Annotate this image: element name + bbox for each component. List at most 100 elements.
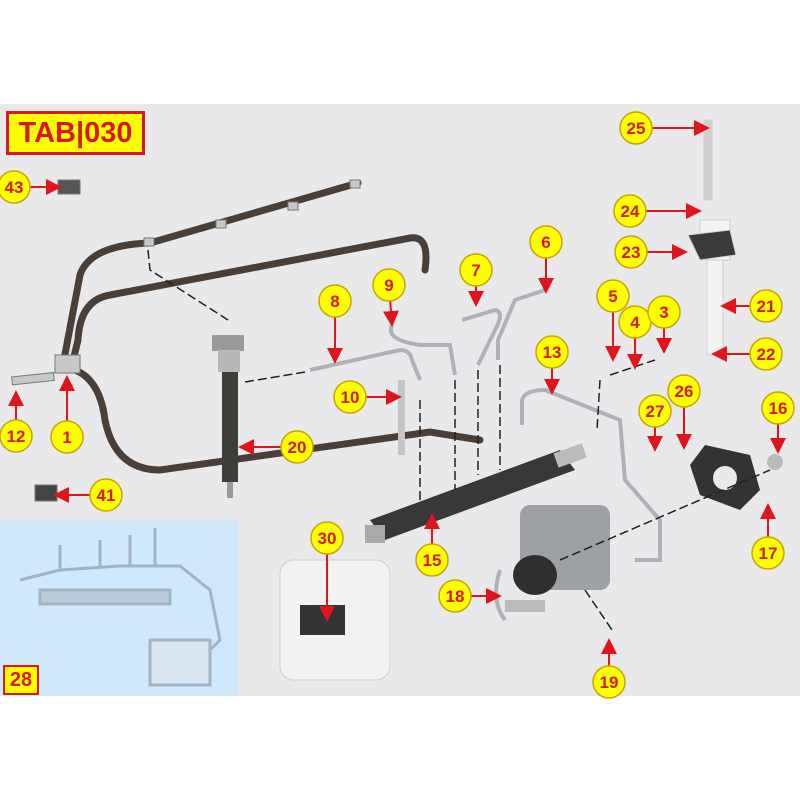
clip-41 [34, 484, 58, 502]
callout-circle [749, 289, 783, 323]
bolt-12 [11, 371, 55, 386]
callout-circle [638, 394, 672, 428]
callout-label: 13 [543, 343, 562, 362]
callout-circle [667, 374, 701, 408]
callout-1: 1 [50, 375, 84, 454]
callout-label: 5 [608, 287, 617, 306]
nut-16 [767, 454, 783, 470]
callout-10: 10 [333, 380, 402, 414]
callout-circle [280, 430, 314, 464]
callout-circle [372, 268, 406, 302]
callout-label: 4 [630, 313, 640, 332]
callout-8: 8 [318, 284, 352, 364]
callout-21: 21 [720, 289, 783, 323]
callout-23: 23 [614, 235, 688, 269]
callout-label: 25 [627, 119, 646, 138]
callout-label: 9 [384, 276, 393, 295]
callout-18: 18 [438, 579, 502, 613]
callout-41: 41 [53, 478, 123, 512]
inset-rail-sketch [19, 528, 222, 687]
fuel-rail-15 [365, 443, 587, 543]
callout-label: 27 [646, 402, 665, 421]
callout-label: 16 [769, 399, 788, 418]
callout-circle [751, 536, 785, 570]
callout-circle [592, 665, 626, 699]
assembly-lines [147, 249, 771, 631]
callout-5: 5 [596, 279, 630, 362]
page-title: TAB|030 [6, 111, 145, 155]
callout-circle [619, 111, 653, 145]
callout-label: 12 [7, 427, 26, 446]
callout-label: 26 [675, 382, 694, 401]
callout-20: 20 [238, 430, 314, 464]
callout-9: 9 [372, 268, 406, 327]
callout-circle [438, 579, 472, 613]
callout-label: 18 [446, 587, 465, 606]
callout-3: 3 [647, 295, 681, 354]
callout-label: 22 [757, 345, 776, 364]
callout-19: 19 [592, 638, 626, 699]
gasket-17 [690, 445, 783, 510]
callout-label: 43 [5, 178, 24, 197]
callout-label: 7 [471, 261, 480, 280]
callout-circle [613, 194, 647, 228]
callout-arrow [382, 300, 399, 327]
callout-circle [0, 170, 31, 204]
callout-circle [596, 279, 630, 313]
callout-16: 16 [761, 391, 795, 454]
injector-ghost [687, 119, 737, 356]
clip-43 [57, 179, 81, 195]
pump-18 [505, 505, 610, 612]
callout-label: 20 [288, 438, 307, 457]
return-fitting [54, 354, 81, 374]
callout-circle [459, 253, 493, 287]
callout-circle [749, 337, 783, 371]
callout-24: 24 [613, 194, 702, 228]
callout-circle [310, 521, 344, 555]
callout-label: 6 [541, 233, 550, 252]
callout-27: 27 [638, 394, 672, 452]
hose-clips [11, 179, 361, 502]
callout-label: 24 [621, 202, 640, 221]
callout-label: 1 [62, 428, 71, 447]
callout-43: 43 [0, 170, 62, 204]
callout-circle [50, 420, 84, 454]
callout-label: 41 [97, 486, 116, 505]
callout-circle [761, 391, 795, 425]
callout-circle [333, 380, 367, 414]
callout-22: 22 [711, 337, 783, 371]
injector-20 [212, 335, 244, 498]
callout-circle [0, 419, 33, 453]
callout-circle [89, 478, 123, 512]
callout-6: 6 [529, 225, 563, 294]
injection-pipes [309, 288, 662, 622]
callout-label: 17 [759, 544, 778, 563]
callout-label: 8 [330, 292, 339, 311]
callout-label: 23 [622, 243, 641, 262]
callout-30: 30 [310, 521, 344, 622]
callout-label: 15 [423, 551, 442, 570]
bolt-10 [398, 380, 405, 455]
callout-label: 21 [757, 297, 776, 316]
callout-circle [529, 225, 563, 259]
callout-25: 25 [619, 111, 710, 145]
pump-ghost-30 [279, 559, 391, 681]
callout-circle [614, 235, 648, 269]
callout-circle [318, 284, 352, 318]
callout-label: 10 [341, 388, 360, 407]
callout-17: 17 [751, 503, 785, 570]
callout-label: 19 [600, 673, 619, 692]
callout-15: 15 [415, 513, 449, 577]
callout-circle [415, 543, 449, 577]
callout-circle [535, 335, 569, 369]
inset-label-28: 28 [3, 665, 39, 695]
callout-label: 3 [659, 303, 668, 322]
callout-26: 26 [667, 374, 701, 450]
callout-13: 13 [535, 335, 569, 395]
callout-7: 7 [459, 253, 493, 307]
callout-label: 30 [318, 529, 337, 548]
callout-circle [647, 295, 681, 329]
callout-12: 12 [0, 390, 33, 453]
